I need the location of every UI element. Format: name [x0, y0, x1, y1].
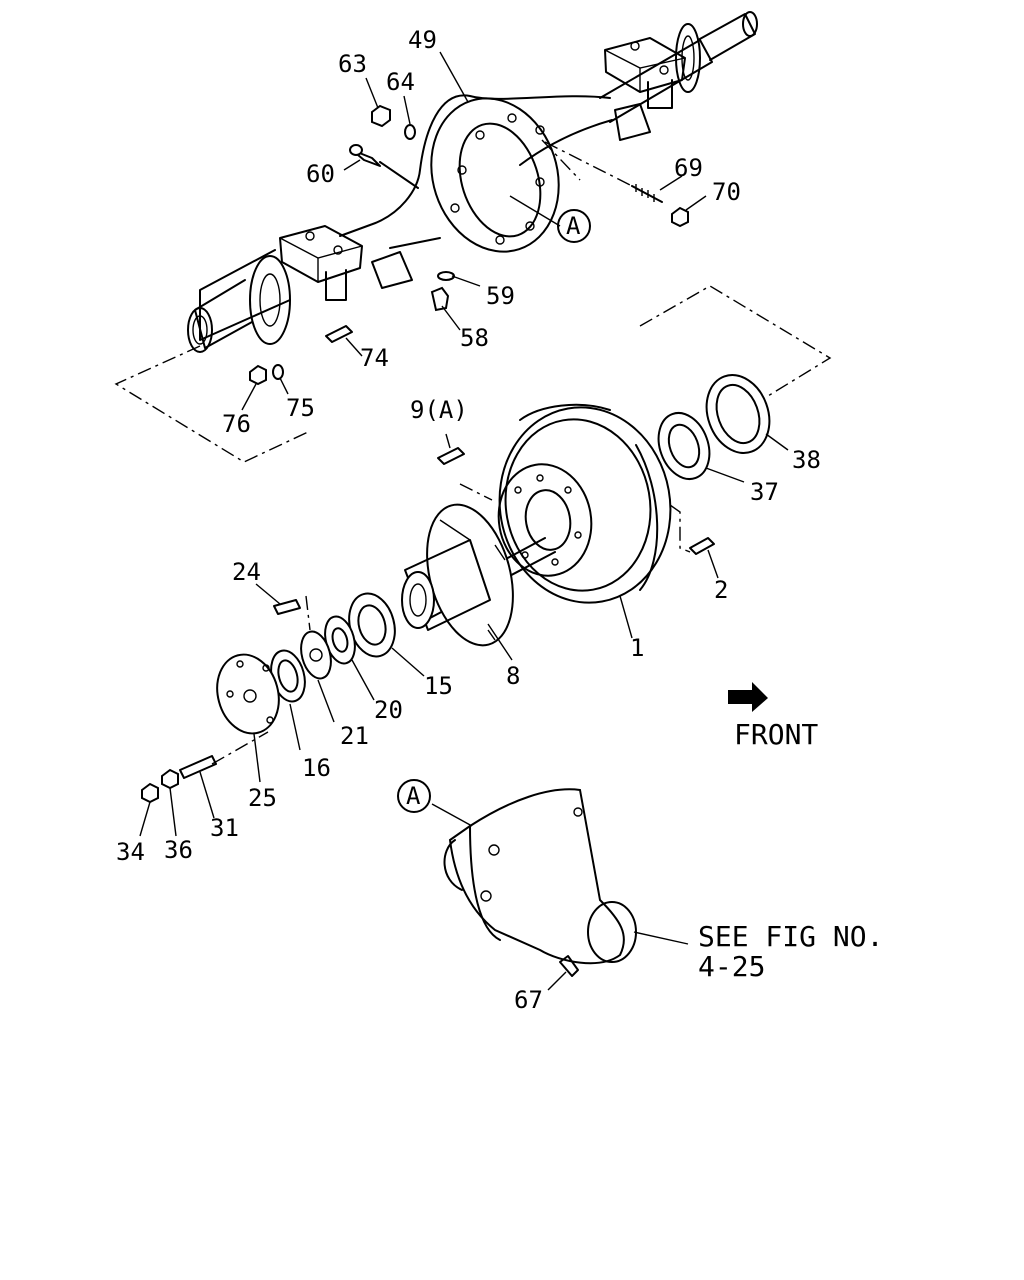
lock-plate-21: [300, 630, 332, 680]
group-bracket-right: [639, 285, 832, 397]
label-25: 25: [248, 784, 277, 812]
label-2: 2: [714, 576, 728, 604]
label-31: 31: [210, 814, 239, 842]
label-20: 20: [374, 696, 403, 724]
label-8: 8: [506, 662, 520, 690]
label-15: 15: [424, 672, 453, 700]
ref-circle-a-top: [557, 209, 591, 243]
wheel-hub: [401, 503, 514, 647]
bolt-60: [351, 149, 381, 167]
label-9a: 9(A): [410, 396, 468, 424]
nut-34: [141, 782, 159, 804]
label-59: 59: [486, 282, 515, 310]
label-1: 1: [630, 634, 644, 662]
label-64: 64: [386, 68, 415, 96]
label-70: 70: [712, 178, 741, 206]
stud-69: [631, 185, 663, 203]
washer-36: [161, 768, 179, 790]
front-label: FRONT: [734, 718, 818, 751]
label-38: 38: [792, 446, 821, 474]
washer-59: [437, 271, 455, 281]
housing-fasteners: [249, 104, 689, 386]
bolt-9: [437, 447, 465, 465]
see-fig-line1: SEE FIG NO.: [698, 920, 883, 953]
ref-line-a: [541, 139, 581, 181]
label-74: 74: [360, 344, 389, 372]
label-63: 63: [338, 50, 367, 78]
label-36: 36: [164, 836, 193, 864]
front-arrow-icon: [728, 682, 768, 712]
leader-lines: [139, 51, 789, 991]
washer-75: [272, 364, 284, 380]
ref-line-9: [459, 483, 493, 501]
ref-circle-a-bottom: [397, 779, 431, 813]
label-21: 21: [340, 722, 369, 750]
ref-line-69: [544, 141, 641, 191]
label-16: 16: [302, 754, 331, 782]
nut-63: [371, 104, 391, 128]
nut-76: [249, 364, 267, 386]
part-labels: 49 63 64 60 69 70 A 59 58 74 75 76 9(A) …: [116, 26, 821, 1014]
axle-housing: [187, 11, 758, 353]
washer-64: [404, 124, 416, 140]
bolt-67: [559, 955, 579, 977]
label-76: 76: [222, 410, 251, 438]
bolt-24: [273, 599, 301, 615]
label-a-bottom: A: [406, 782, 421, 810]
label-34: 34: [116, 838, 145, 866]
label-24: 24: [232, 558, 261, 586]
label-a-top: A: [566, 212, 581, 240]
brake-drum: [497, 403, 672, 604]
nut-70: [671, 206, 689, 228]
label-58: 58: [460, 324, 489, 352]
label-37: 37: [750, 478, 779, 506]
stud-31: [179, 755, 217, 779]
group-bracket-left: [114, 345, 309, 463]
label-67: 67: [514, 986, 543, 1014]
label-60: 60: [306, 160, 335, 188]
bearing-37: [657, 412, 711, 480]
bolt-74: [325, 325, 353, 343]
differential-carrier: [443, 788, 637, 977]
label-69: 69: [674, 154, 703, 182]
label-75: 75: [286, 394, 315, 422]
label-49: 49: [408, 26, 437, 54]
see-fig-line2: 4-25: [698, 950, 765, 983]
axle-flange-25: [216, 653, 280, 735]
oil-seal-38: [705, 374, 771, 454]
plug-58: [430, 286, 450, 312]
bolt-2: [689, 537, 715, 555]
